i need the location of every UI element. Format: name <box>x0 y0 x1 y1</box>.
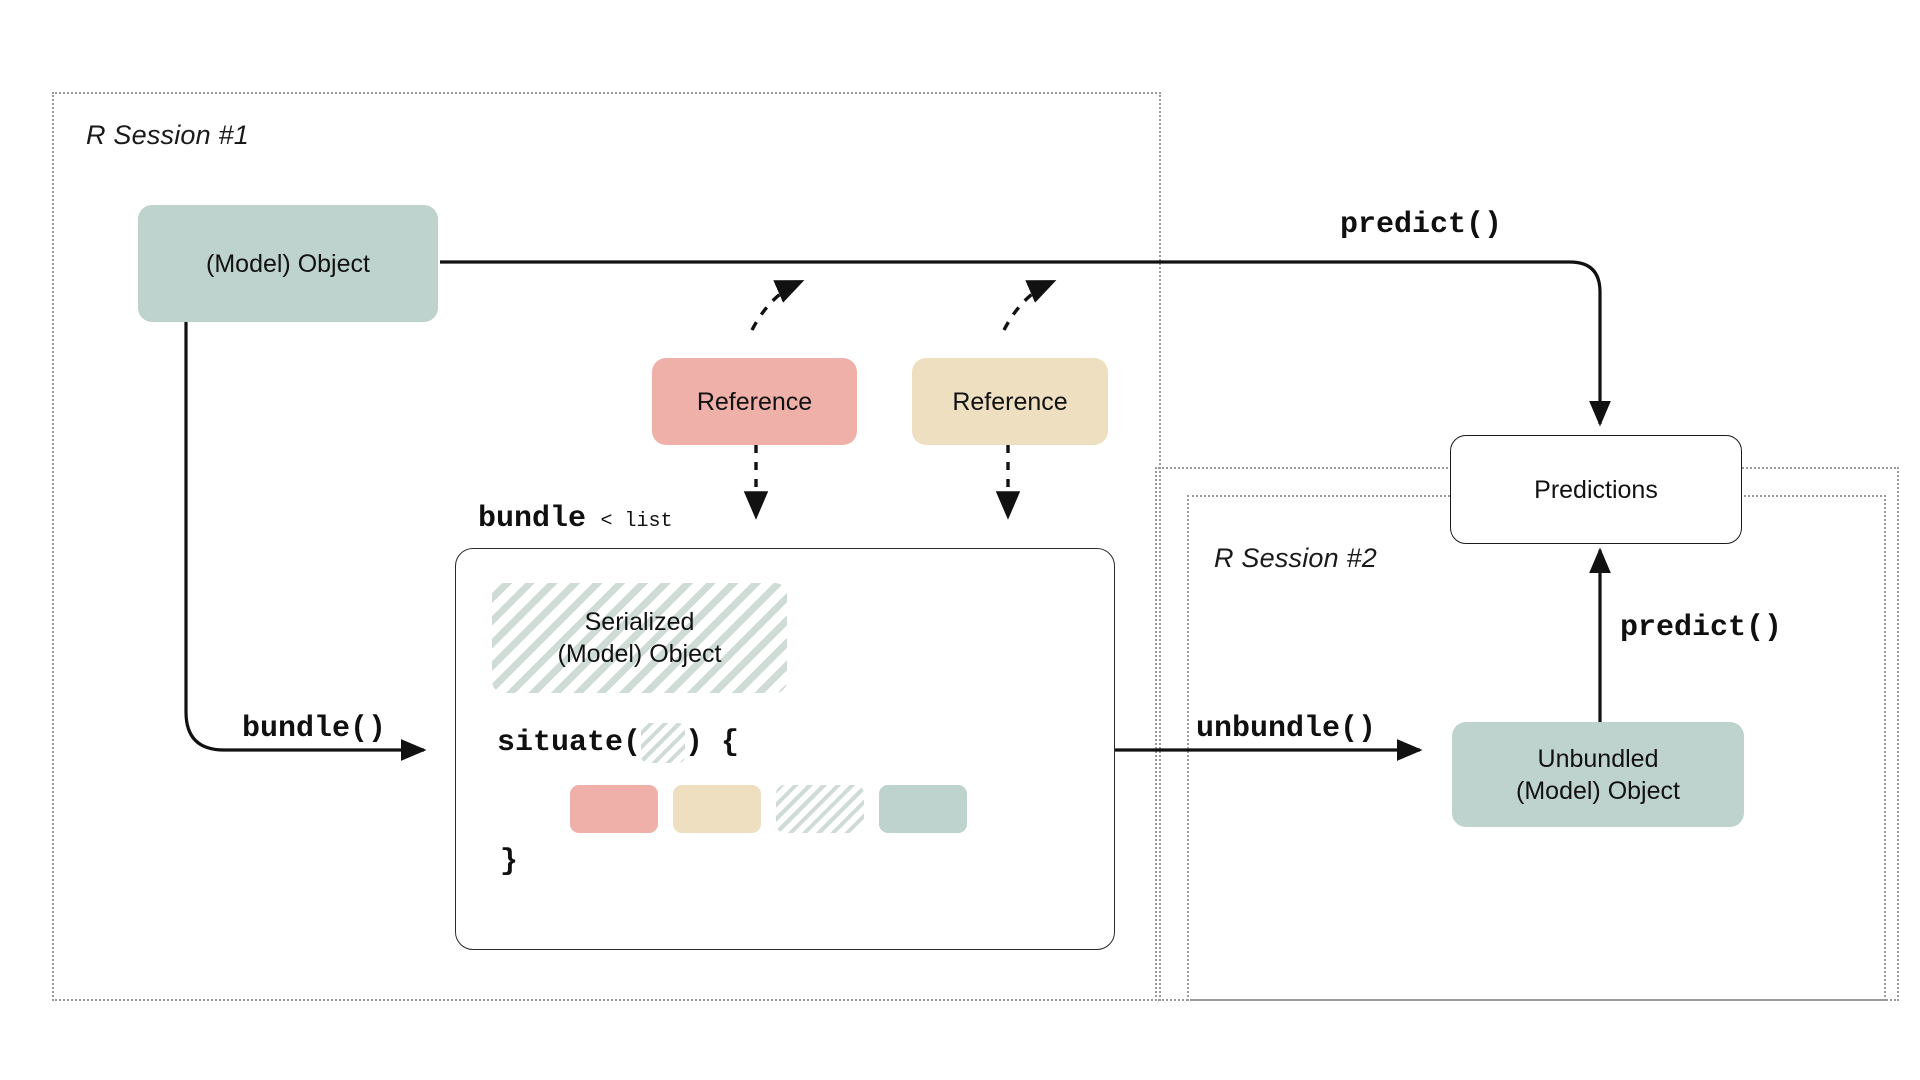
edge-label-predict-session1: predict() <box>1340 208 1503 242</box>
unbundled-line-1: Unbundled <box>1537 744 1659 773</box>
node-model-object-label: (Model) Object <box>206 249 370 278</box>
situate-signature: situate( ) { <box>497 723 739 763</box>
edge-label-unbundle: unbundle() <box>1196 712 1377 746</box>
situate-closing-brace: } <box>500 845 519 879</box>
session-2-label: R Session #2 <box>1214 543 1377 573</box>
bundle-header-type: < list <box>600 510 673 533</box>
edge-label-predict-session2: predict() <box>1620 611 1783 645</box>
node-reference-1-label: Reference <box>696 387 813 416</box>
swatch-pink[interactable] <box>570 785 658 833</box>
session-1-frame <box>52 92 1161 1001</box>
node-predictions[interactable]: Predictions <box>1450 435 1742 544</box>
bundle-type-header: bundle < list <box>478 502 673 536</box>
node-predictions-label: Predictions <box>1534 475 1658 504</box>
swatch-hatch[interactable] <box>776 785 864 833</box>
swatch-green[interactable] <box>879 785 967 833</box>
node-model-object[interactable]: (Model) Object <box>138 205 438 322</box>
serialized-line-1: Serialized <box>584 608 695 636</box>
edge-label-bundle: bundle() <box>242 712 387 746</box>
situate-arg-hatch-swatch <box>641 723 686 763</box>
session-1-label: R Session #1 <box>86 120 249 150</box>
bundle-header-name: bundle <box>478 502 587 536</box>
node-serialized-model-object[interactable]: Serialized (Model) Object <box>492 583 787 693</box>
swatch-tan[interactable] <box>673 785 761 833</box>
node-reference-2-label: Reference <box>952 387 1068 416</box>
serialized-line-2: (Model) Object <box>557 640 722 668</box>
unbundled-line-2: (Model) Object <box>1516 776 1680 805</box>
situate-close-token: ) { <box>685 726 740 760</box>
node-reference-1[interactable]: Reference <box>652 358 857 445</box>
node-unbundled-model-object[interactable]: Unbundled (Model) Object <box>1452 722 1744 827</box>
situate-open-token: situate( <box>497 726 642 760</box>
node-reference-2[interactable]: Reference <box>912 358 1108 445</box>
